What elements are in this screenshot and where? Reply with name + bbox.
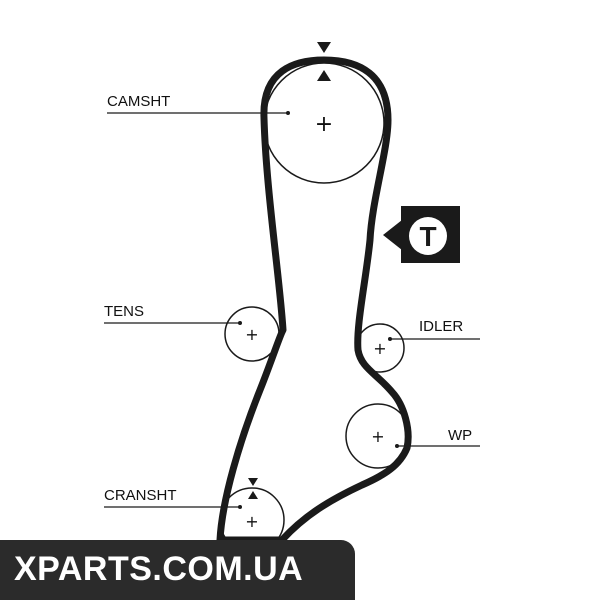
crankshaft-center-mark: + [245, 512, 258, 531]
camshaft-center-mark: + [315, 112, 333, 137]
watermark-text: XPARTS.COM.UA [14, 550, 304, 588]
idler-center-mark: + [373, 339, 386, 358]
camshaft-timing-mark-bottom [317, 70, 331, 81]
tension-badge-pointer [383, 220, 402, 250]
tensioner-leader-dot [238, 321, 242, 325]
tensioner-label: TENS [104, 303, 144, 320]
camshaft-timing-mark-top [317, 42, 331, 53]
idler-leader-dot [388, 337, 392, 341]
tension-badge-circle [409, 217, 447, 255]
crankshaft-timing-mark-top [248, 478, 258, 486]
crankshaft-leader-dot [238, 505, 242, 509]
crankshaft-timing-mark-bottom [248, 491, 258, 499]
water-pump-center-mark: + [371, 427, 384, 446]
camshaft-label: CAMSHT [107, 93, 170, 110]
tensioner-center-mark: + [245, 325, 258, 344]
timing-belt [216, 56, 412, 544]
watermark-banner: XPARTS.COM.UA [0, 540, 355, 600]
water-pump-label: WP [448, 427, 472, 444]
idler-label: IDLER [419, 318, 463, 335]
water-pump-leader-dot [395, 444, 399, 448]
tension-badge: T [383, 206, 460, 263]
camshaft-leader-dot [286, 111, 290, 115]
tension-badge-letter: T [419, 221, 436, 252]
crankshaft-label: CRANSHT [104, 487, 177, 504]
